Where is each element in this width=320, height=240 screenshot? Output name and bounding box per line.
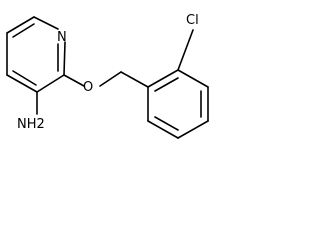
pyridine-ring xyxy=(6,16,66,93)
ring-bond xyxy=(6,74,38,93)
ring-bond xyxy=(177,69,209,88)
chemical-structure: N O Cl NH2 xyxy=(6,13,209,139)
nitrogen-atom-label: N xyxy=(57,30,67,45)
ring-bond xyxy=(36,74,65,93)
amine-group-label: NH2 xyxy=(17,117,45,132)
ring-bond xyxy=(147,69,179,88)
ether-linkage xyxy=(63,71,149,88)
ring-bond xyxy=(63,41,66,76)
ring-bond xyxy=(33,16,59,30)
oxygen-atom-label: O xyxy=(83,80,93,95)
ring-bond xyxy=(177,120,209,139)
ring-double-bond xyxy=(12,23,35,38)
ring-double-bond xyxy=(12,70,37,86)
chlorophenyl-ring xyxy=(147,69,209,139)
chlorine-atom-label: Cl xyxy=(186,13,199,28)
ring-double-bond xyxy=(154,116,179,131)
c-cl-bond xyxy=(177,29,194,71)
c-o-bond xyxy=(63,74,85,87)
o-ch2-bond xyxy=(99,71,122,87)
ring-double-bond xyxy=(154,77,179,92)
ring-bond xyxy=(6,16,35,34)
ch2-aryl-bond xyxy=(120,71,149,88)
ring-bond xyxy=(147,120,179,139)
